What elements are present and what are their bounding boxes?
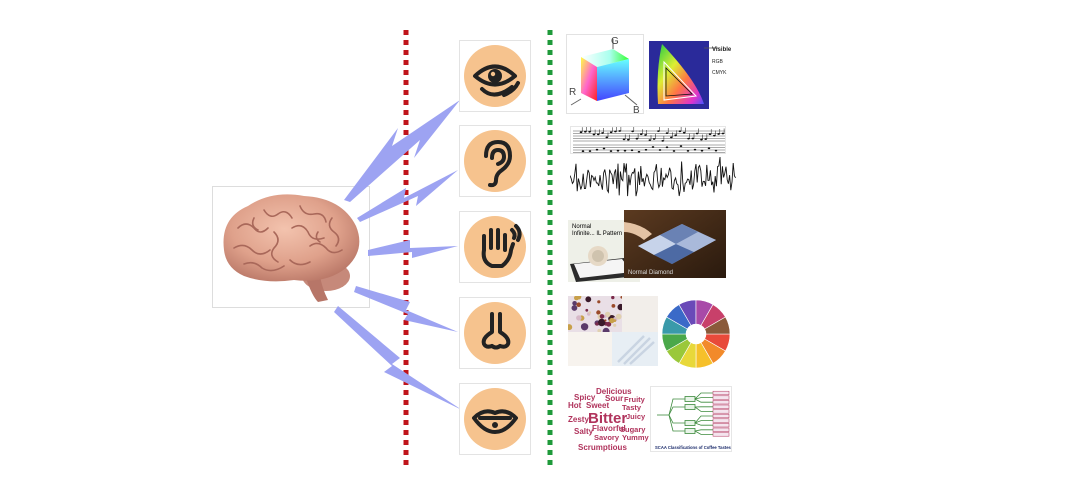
cube-label-g: G [611,36,619,47]
sense-hearing [459,125,531,197]
cube-label-b: B [633,105,640,114]
word-scrumptious: Scrumptious [578,443,627,452]
gamut-panel: Visible RGB CMYK [648,40,740,112]
sense-touch [459,211,531,283]
word-yummy: Yummy [622,433,650,442]
word-sweet: Sweet [586,401,609,410]
arrow-touch [368,240,458,258]
ear-icon [464,130,526,192]
smell-collage-panel [568,296,658,366]
aroma-wheel-panel [660,298,732,370]
coffee-taste-tree-image: SCAA Classifications of Coffee Tastes [651,387,732,452]
waveform-image [570,156,738,200]
sense-taste [459,383,531,455]
word-salty: Salty [574,427,594,436]
coffee-taste-caption: SCAA Classifications of Coffee Tastes [655,445,732,450]
touch-label-top2: Infinite... IL Pattern [572,231,622,237]
gamut-legend-rgb: RGB [712,59,724,65]
sense-sight [459,40,531,112]
sheet-music-panel [570,126,726,154]
cube-label-r: R [569,87,576,98]
rgb-cube-panel: G R B [566,34,644,114]
gamut-legend-visible: Visible [712,47,732,53]
smell-collage-image [568,296,658,366]
eye-icon [464,45,526,107]
waveform-panel [570,156,738,200]
mouth-icon [464,388,526,450]
word-juicy: Juicy [626,412,646,421]
hand-icon [464,216,526,278]
aroma-wheel-image [660,298,732,370]
word-savory: Savory [594,433,620,442]
word-zesty: Zesty [568,415,589,424]
nose-icon [464,302,526,364]
word-cloud-panel: Delicious Spicy Sour Fruity Hot Sweet Ta… [562,386,662,454]
coffee-taste-tree-panel: SCAA Classifications of Coffee Tastes [650,386,732,452]
arrow-smell [354,286,458,332]
word-hot: Hot [568,401,582,410]
touch-label-bottom: Normal Diamond [628,270,673,276]
gamut-legend-cmyk: CMYK [712,70,727,76]
word-cloud-image: Delicious Spicy Sour Fruity Hot Sweet Ta… [562,386,662,454]
arrow-taste [334,306,462,410]
touch-table-panel: Normal Diamond [624,210,726,278]
rgb-cube-image: G R B [567,35,644,114]
sheet-music-image [571,127,726,154]
touch-table-image: Normal Diamond [624,210,726,278]
touch-label-top: Normal [572,224,591,230]
sense-smell [459,297,531,369]
arrow-sight [344,100,460,202]
gamut-image: Visible RGB CMYK [648,40,740,112]
